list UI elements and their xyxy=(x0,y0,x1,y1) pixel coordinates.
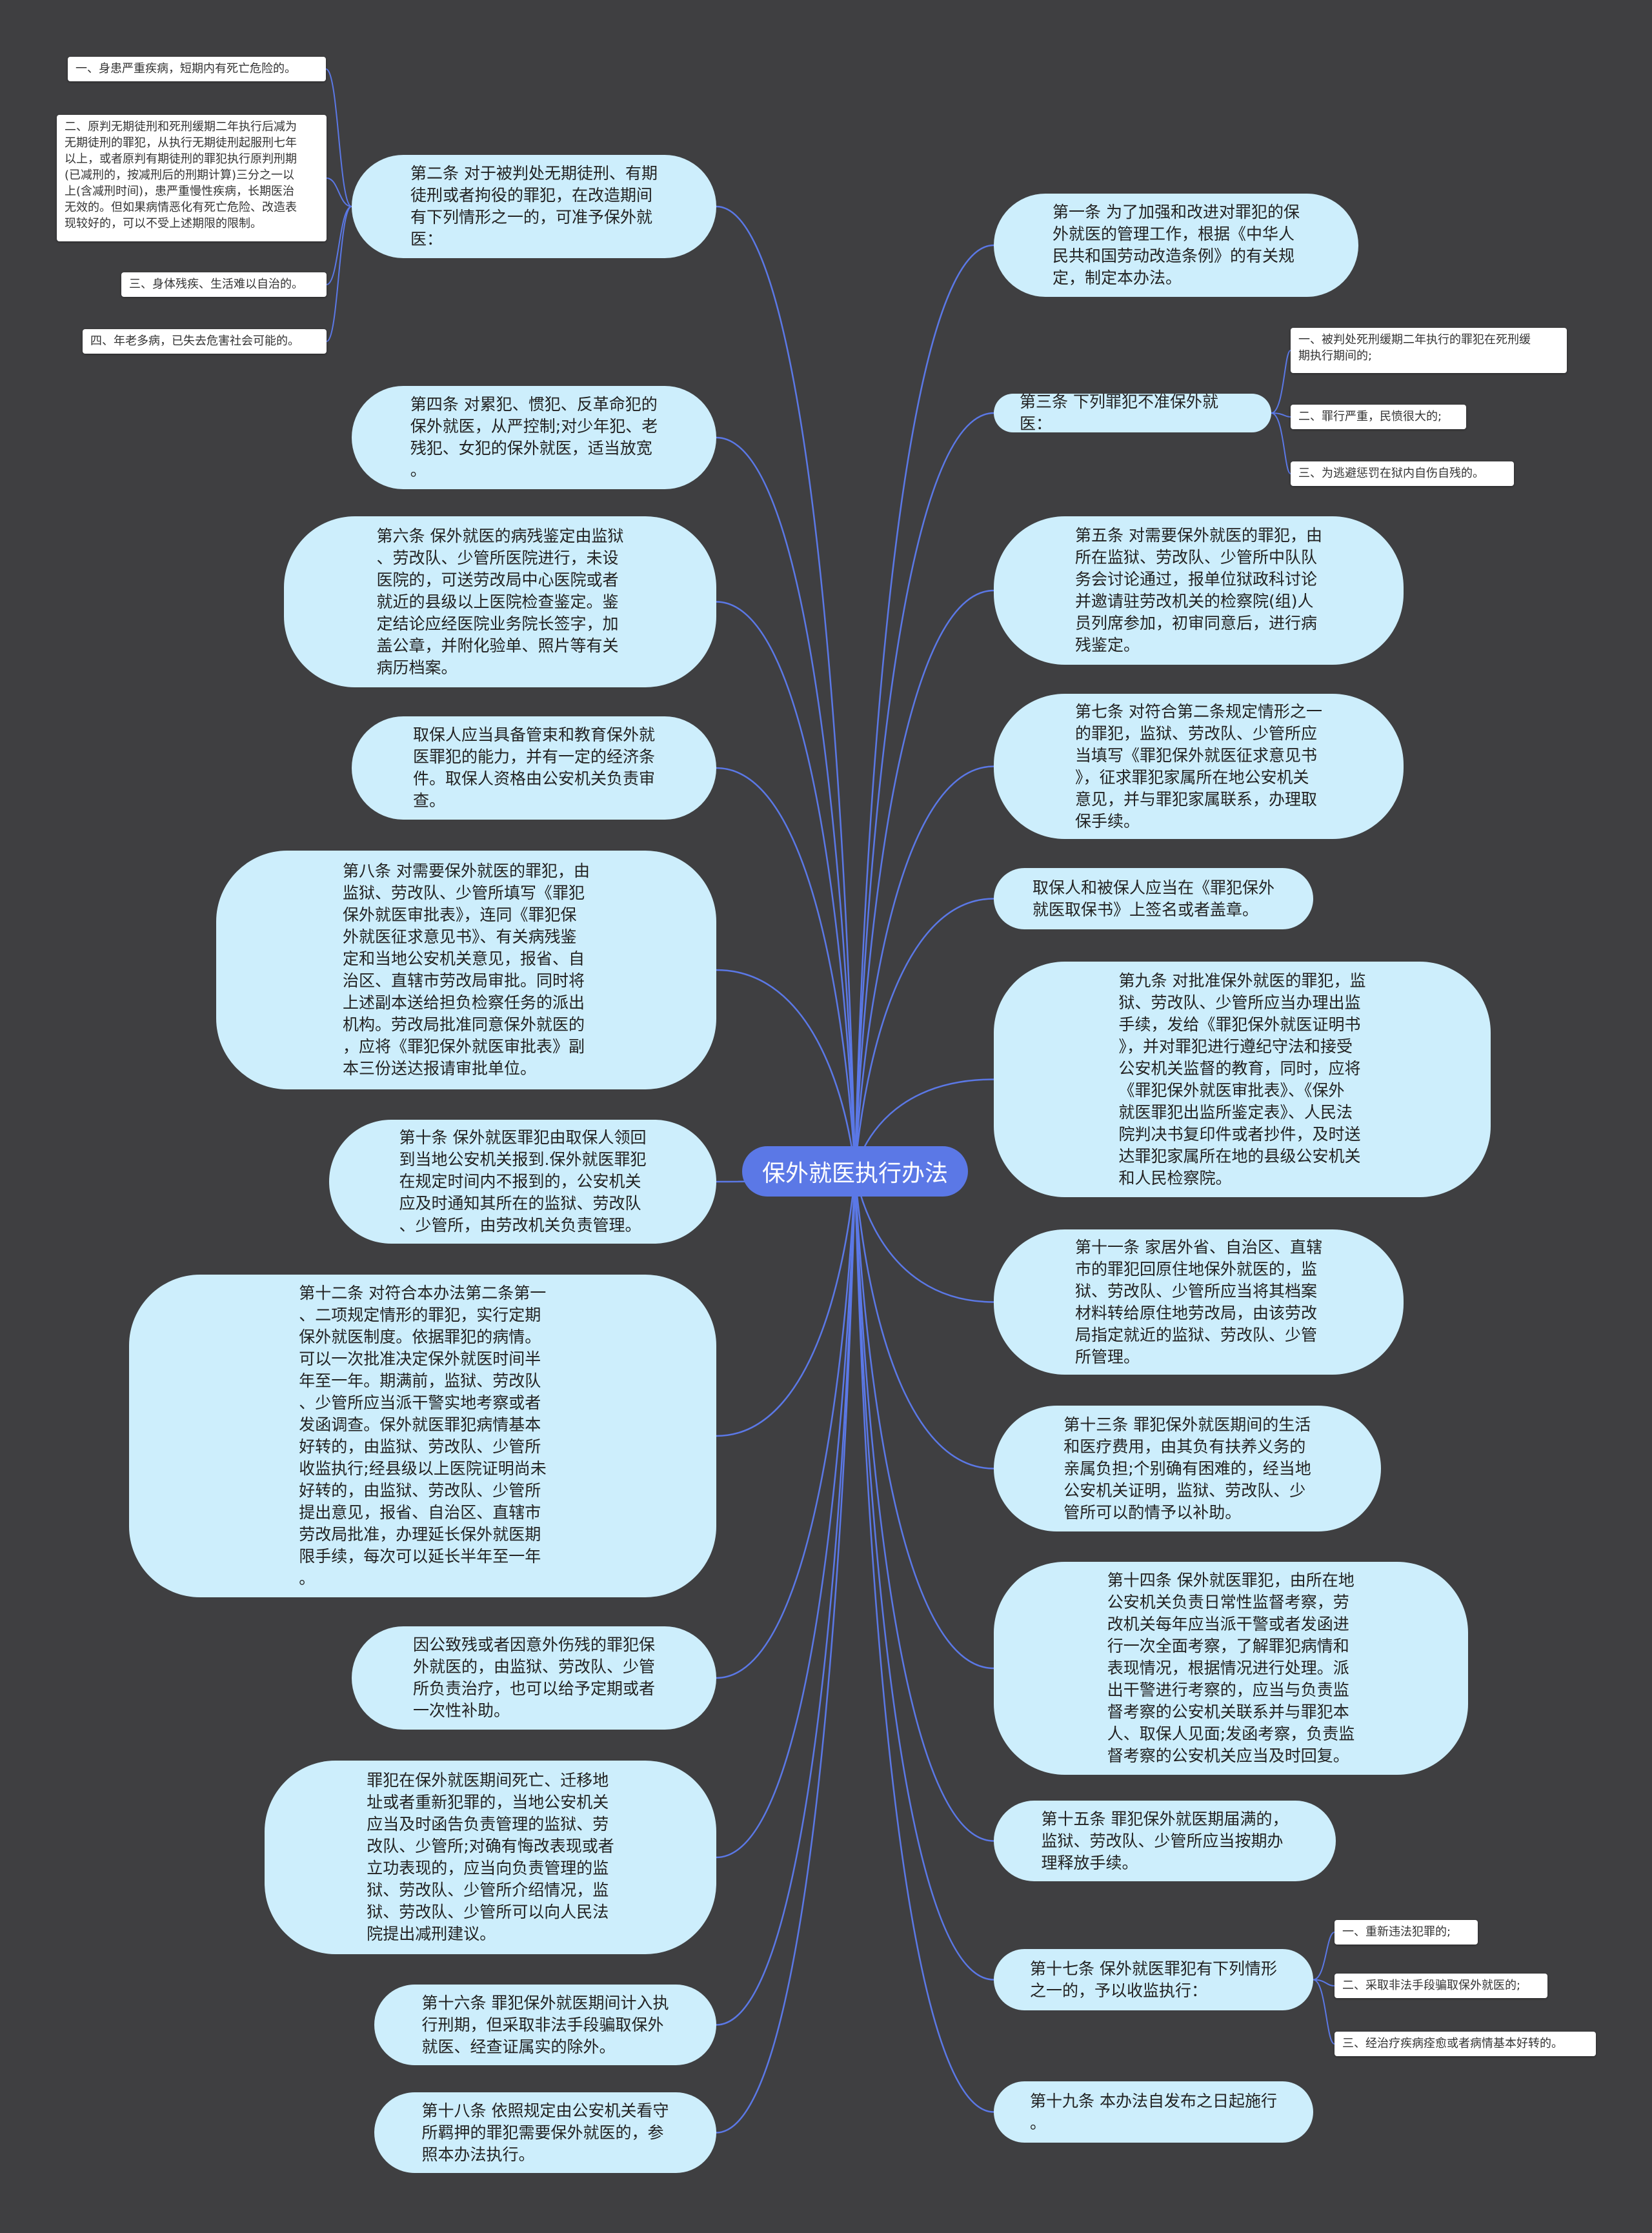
leaf-connector-art2 xyxy=(325,68,352,207)
topic-node-art3[interactable]: 第三条 下列罪犯不准保外就医： xyxy=(994,392,1271,433)
topic-text: 第十条 保外就医罪犯由取保人领回 到当地公安机关报到.保外就医罪犯 在规定时间内… xyxy=(399,1128,647,1235)
connector-art13 xyxy=(854,1171,994,1470)
leaf-connector-art3 xyxy=(1271,412,1291,474)
leaf-connector-art17 xyxy=(1313,1932,1335,1981)
leaf-item-art3[interactable]: 二、罪行严重，民愤很大的; xyxy=(1291,405,1466,429)
topic-node-art5[interactable]: 第五条 对需要保外就医的罪犯，由 所在监狱、劳改队、少管所中队队 务会讨论通过，… xyxy=(994,516,1404,665)
topic-text: 取保人应当具备管束和教育保外就 医罪犯的能力，并有一定的经济条 件。取保人资格由… xyxy=(412,725,655,810)
center-node[interactable]: 保外就医执行办法 xyxy=(742,1146,968,1197)
topic-text: 第十一条 家居外省、自治区、直辖 市的罪犯回原住地保外就医的，监 狱、劳改队、少… xyxy=(1075,1237,1322,1366)
topic-text: 第十二条 对符合本办法第二条第一 、二项规定情形的罪犯，实行定期 保外就医制度。… xyxy=(299,1284,547,1588)
topic-node-art7[interactable]: 第七条 对符合第二条规定情形之一 的罪犯，监狱、劳改队、少管所应 当填写《罪犯保… xyxy=(994,694,1404,839)
topic-node-art12[interactable]: 第十二条 对符合本办法第二条第一 、二项规定情形的罪犯，实行定期 保外就医制度。… xyxy=(129,1275,716,1597)
leaf-connector-art3 xyxy=(1271,412,1291,418)
leaf-item-art3[interactable]: 三、为逃避惩罚在狱内自伤自残的。 xyxy=(1291,461,1514,486)
topic-text: 第八条 对需要保外就医的罪犯，由 监狱、劳改队、少管所填写《罪犯 保外就医审批表… xyxy=(343,862,590,1078)
topic-text: 第十四条 保外就医罪犯，由所在地 公安机关负责日常性监督考察，劳 改机关每年应当… xyxy=(1107,1571,1355,1765)
connector-art8 xyxy=(716,969,856,1172)
topic-node-art14[interactable]: 第十四条 保外就医罪犯，由所在地 公安机关负责日常性监督考察，劳 改机关每年应当… xyxy=(994,1562,1468,1775)
topic-text: 因公致残或者因意外伤残的罪犯保 外就医的，由监狱、劳改队、少管 所负责治疗，也可… xyxy=(412,1635,655,1720)
leaf-item-art17[interactable]: 一、重新违法犯罪的; xyxy=(1335,1920,1478,1945)
connector-art18 xyxy=(716,1171,856,2134)
leaf-item-art3[interactable]: 一、被判处死刑缓期二年执行的罪犯在死刑缓 期执行期间的; xyxy=(1291,328,1567,373)
leaf-connector-art17 xyxy=(1313,1979,1335,1986)
connector-art6 xyxy=(716,601,856,1172)
topic-text: 取保人和被保人应当在《罪犯保外 就医取保书》上签名或者盖章。 xyxy=(1032,878,1274,919)
connector-art2 xyxy=(716,205,856,1172)
topic-node-art18[interactable]: 第十八条 依照规定由公安机关看守 所羁押的罪犯需要保外就医的，参 照本办法执行。 xyxy=(374,2092,716,2173)
topic-text: 第七条 对符合第二条规定情形之一 的罪犯，监狱、劳改队、少管所应 当填写《罪犯保… xyxy=(1075,702,1322,831)
topic-text: 第六条 保外就医的病残鉴定由监狱 、劳改队、少管所医院进行，未设 医院的，可送劳… xyxy=(376,526,624,677)
topic-text: 第十九条 本办法自发布之日起施行 。 xyxy=(1030,2091,1277,2132)
leaf-item-art17[interactable]: 二、采取非法手段骗取保外就医的; xyxy=(1335,1974,1547,1998)
connector-art4 xyxy=(716,436,856,1172)
topic-text: 第十六条 罪犯保外就医期间计入执 行刑期，但采取非法手段骗取保外 就医、经查证属… xyxy=(421,1993,669,2056)
connector-art15 xyxy=(854,1171,994,1842)
topic-node-guarantor[interactable]: 取保人应当具备管束和教育保外就 医罪犯的能力，并有一定的经济条 件。取保人资格由… xyxy=(352,716,716,820)
connector-art12 xyxy=(716,1171,856,1437)
topic-node-art9[interactable]: 第九条 对批准保外就医的罪犯，监 狱、劳改队、少管所应当办理出监 手续，发给《罪… xyxy=(994,962,1491,1197)
topic-node-art19[interactable]: 第十九条 本办法自发布之日起施行 。 xyxy=(994,2081,1313,2143)
topic-text: 第五条 对需要保外就医的罪犯，由 所在监狱、劳改队、少管所中队队 务会讨论通过，… xyxy=(1075,526,1322,654)
topic-node-art4[interactable]: 第四条 对累犯、惯犯、反革命犯的 保外就医，从严控制;对少年犯、老 残犯、女犯的… xyxy=(352,386,716,489)
topic-node-art17[interactable]: 第十七条 保外就医罪犯有下列情形 之一的，予以收监执行： xyxy=(994,1949,1313,2010)
topic-text: 第九条 对批准保外就医的罪犯，监 狱、劳改队、少管所应当办理出监 手续，发给《罪… xyxy=(1118,971,1366,1187)
leaf-item-art17[interactable]: 三、经治疗疾病痊愈或者病情基本好转的。 xyxy=(1335,2032,1596,2056)
connector-art16 xyxy=(716,1171,856,2026)
topic-text: 第十五条 罪犯保外就医期届满的， 监狱、劳改队、少管所应当按期办 理释放手续。 xyxy=(1041,1809,1289,1872)
topic-text: 第三条 下列罪犯不准保外就医： xyxy=(1020,392,1218,433)
topic-node-art13[interactable]: 第十三条 罪犯保外就医期间的生活 和医疗费用，由其负有扶养义务的 亲属负担;个别… xyxy=(994,1406,1381,1531)
topic-text: 第十八条 依照规定由公安机关看守 所羁押的罪犯需要保外就医的，参 照本办法执行。 xyxy=(421,2101,669,2164)
center-node-label: 保外就医执行办法 xyxy=(761,1160,948,1187)
connector-art3 xyxy=(854,412,994,1172)
topic-node-art15[interactable]: 第十五条 罪犯保外就医期届满的， 监狱、劳改队、少管所应当按期办 理释放手续。 xyxy=(994,1801,1336,1881)
leaf-item-art2[interactable]: 四、年老多病，已失去危害社会可能的。 xyxy=(83,329,327,354)
leaf-connector-art2 xyxy=(326,177,352,207)
connector-art17 xyxy=(854,1171,994,1981)
topic-node-art10[interactable]: 第十条 保外就医罪犯由取保人领回 到当地公安机关报到.保外就医罪犯 在规定时间内… xyxy=(329,1120,716,1244)
topic-node-art6[interactable]: 第六条 保外就医的病残鉴定由监狱 、劳改队、少管所医院进行，未设 医院的，可送劳… xyxy=(284,516,716,687)
connector-art1 xyxy=(854,244,994,1172)
topic-text: 第四条 对累犯、惯犯、反革命犯的 保外就医，从严控制;对少年犯、老 残犯、女犯的… xyxy=(410,395,658,480)
connector-art19 xyxy=(854,1171,994,2113)
topic-node-art8[interactable]: 第八条 对需要保外就医的罪犯，由 监狱、劳改队、少管所填写《罪犯 保外就医审批表… xyxy=(216,851,716,1089)
topic-text: 第十三条 罪犯保外就医期间的生活 和医疗费用，由其负有扶养义务的 亲属负担;个别… xyxy=(1063,1415,1311,1522)
leaf-item-art2[interactable]: 二、原判无期徒刑和死刑缓期二年执行后减为 无期徒刑的罪犯，从执行无期徒刑起服刑七… xyxy=(57,115,327,241)
leaf-connector-art3 xyxy=(1271,350,1291,414)
topic-node-art11[interactable]: 第十一条 家居外省、自治区、直辖 市的罪犯回原住地保外就医的，监 狱、劳改队、少… xyxy=(994,1229,1404,1375)
connector-death xyxy=(716,1171,856,1859)
topic-node-art1[interactable]: 第一条 为了加强和改进对罪犯的保 外就医的管理工作，根据《中华人 民共和国劳动改… xyxy=(994,194,1358,297)
leaf-connector-art2 xyxy=(326,206,352,285)
topic-text: 第十七条 保外就医罪犯有下列情形 之一的，予以收监执行： xyxy=(1030,1959,1277,2000)
leaf-connector-art2 xyxy=(326,206,352,342)
leaf-item-art2[interactable]: 三、身体残疾、生活难以自治的。 xyxy=(121,272,327,297)
topic-node-art2[interactable]: 第二条 对于被判处无期徒刑、有期 徒刑或者拘役的罪犯，在改造期间 有下列情形之一… xyxy=(352,155,716,258)
leaf-connector-art17 xyxy=(1313,1979,1335,2045)
topic-node-signing[interactable]: 取保人和被保人应当在《罪犯保外 就医取保书》上签名或者盖章。 xyxy=(994,868,1313,929)
leaf-item-art2[interactable]: 一、身患严重疾病，短期内有死亡危险的。 xyxy=(68,57,326,81)
topic-text: 罪犯在保外就医期间死亡、迁移地 址或者重新犯罪的，当地公安机关 应当及时函告负责… xyxy=(367,1771,614,1943)
topic-text: 第一条 为了加强和改进对罪犯的保 外就医的管理工作，根据《中华人 民共和国劳动改… xyxy=(1053,203,1300,287)
topic-node-death[interactable]: 罪犯在保外就医期间死亡、迁移地 址或者重新犯罪的，当地公安机关 应当及时函告负责… xyxy=(265,1761,716,1954)
connector-art5 xyxy=(854,589,994,1172)
topic-text: 第二条 对于被判处无期徒刑、有期 徒刑或者拘役的罪犯，在改造期间 有下列情形之一… xyxy=(410,164,658,248)
topic-node-injury[interactable]: 因公致残或者因意外伤残的罪犯保 外就医的，由监狱、劳改队、少管 所负责治疗，也可… xyxy=(352,1626,716,1730)
topic-node-art16[interactable]: 第十六条 罪犯保外就医期间计入执 行刑期，但采取非法手段骗取保外 就医、经查证属… xyxy=(374,1985,716,2065)
